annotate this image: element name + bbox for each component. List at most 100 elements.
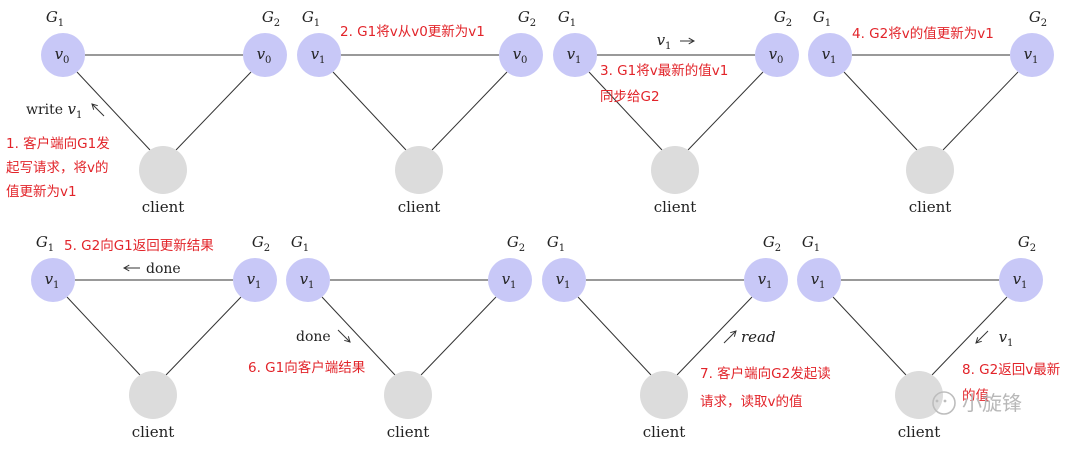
arrow-write-head — [91, 103, 98, 110]
note-step-1-line-1: 1. 客户端向G1发 — [6, 135, 110, 152]
node-value-g1: v1 — [567, 45, 582, 66]
client-node — [895, 371, 943, 419]
client-label: client — [643, 423, 686, 441]
server-node-g1 — [31, 258, 75, 302]
watermark-logo-icon — [932, 391, 956, 415]
server-node-g1 — [542, 258, 586, 302]
arrow-done-client — [337, 329, 351, 343]
note-step-8-line-1: 8. G2返回v最新 — [962, 362, 1060, 378]
note-step-3-line-2: 同步给G2 — [600, 89, 660, 105]
node-value-g1: v1 — [822, 45, 837, 66]
arrow-return-head — [975, 337, 982, 344]
arrow-label-done: done — [146, 261, 181, 277]
node-value-g1: v1 — [311, 45, 326, 66]
node-value-g2: v1 — [1024, 45, 1039, 66]
edge-g1-client — [321, 296, 396, 376]
note-step-2-line-1: 2. G1将v从v0更新为v1 — [340, 24, 485, 40]
client-node — [384, 371, 432, 419]
label-g1: G1 — [558, 8, 576, 29]
client-label: client — [654, 198, 697, 216]
client-label: client — [898, 423, 941, 441]
server-node-g1 — [553, 33, 597, 77]
note-step-1-line-3: 值更新为v1 — [6, 184, 77, 200]
watermark-logo-eye-right — [943, 399, 947, 403]
arrow-label-v1: v1 — [657, 31, 672, 52]
edge-g1-client — [332, 71, 407, 151]
server-node-g1 — [286, 258, 330, 302]
server-node-g1 — [41, 33, 85, 77]
watermark-logo-eye-left — [935, 399, 939, 403]
label-g1: G1 — [547, 233, 565, 254]
note-step-4-line-1: 4. G2将v的值更新为v1 — [852, 26, 994, 42]
server-node-g2 — [499, 33, 543, 77]
node-value-g2: v1 — [502, 270, 517, 291]
node-value-g2: v1 — [758, 270, 773, 291]
node-value-g1: v0 — [55, 45, 70, 66]
client-label: client — [387, 423, 430, 441]
server-node-g2 — [243, 33, 287, 77]
client-node — [651, 146, 699, 194]
node-value-g2: v0 — [769, 45, 784, 66]
server-node-g1 — [808, 33, 852, 77]
edge-g2-client — [431, 71, 508, 151]
arrow-done-head — [122, 264, 130, 272]
server-node-g2 — [233, 258, 277, 302]
edge-g1-client — [577, 296, 652, 376]
node-value-g2: v1 — [1013, 270, 1028, 291]
server-node-g1 — [297, 33, 341, 77]
arrow-read — [723, 330, 737, 344]
node-value-g1: v1 — [300, 270, 315, 291]
edge-g1-client — [832, 296, 907, 376]
label-g2: G2 — [262, 8, 280, 29]
label-g1: G1 — [36, 233, 54, 254]
edge-g2-client — [165, 296, 242, 376]
node-value-g2: v0 — [513, 45, 528, 66]
server-node-g2 — [999, 258, 1043, 302]
label-g1: G1 — [291, 233, 309, 254]
arrow-sync-head — [688, 37, 696, 45]
note-step-1-line-2: 起写请求，将v的 — [6, 160, 109, 176]
label-g1: G1 — [813, 8, 831, 29]
note-step-6-line-1: 6. G1向客户端结果 — [248, 359, 366, 376]
node-value-g1: v1 — [45, 270, 60, 291]
arrow-label-done-client: done — [296, 329, 331, 345]
arrow-write — [91, 103, 105, 117]
edge-g1-client — [66, 296, 141, 376]
node-value-g1: v1 — [556, 270, 571, 291]
note-step-5-line-1: 5. G2向G1返回更新结果 — [64, 238, 214, 254]
node-value-g2: v1 — [247, 270, 262, 291]
edge-g2-client — [175, 71, 252, 151]
label-g1: G1 — [802, 233, 820, 254]
client-node — [129, 371, 177, 419]
label-g1: G1 — [46, 8, 64, 29]
server-node-g2 — [1010, 33, 1054, 77]
arrow-return — [975, 330, 989, 344]
node-value-g2: v0 — [257, 45, 272, 66]
edge-g2-client — [687, 71, 764, 151]
client-label: client — [398, 198, 441, 216]
edge-g2-client — [420, 296, 497, 376]
server-node-g2 — [755, 33, 799, 77]
server-node-g2 — [744, 258, 788, 302]
note-step-3-line-1: 3. G1将v最新的值v1 — [600, 63, 728, 79]
client-node — [395, 146, 443, 194]
label-g2: G2 — [518, 8, 536, 29]
client-label: client — [142, 198, 185, 216]
server-node-g1 — [797, 258, 841, 302]
note-step-8-line-2: 的值 — [962, 388, 989, 404]
client-node — [139, 146, 187, 194]
label-g2: G2 — [774, 8, 792, 29]
edge-g1-client — [76, 71, 151, 151]
edge-g2-client — [676, 296, 753, 376]
note-step-7-line-2: 请求，读取v的值 — [700, 394, 803, 410]
arrow-done-client-head — [344, 336, 351, 343]
edge-g1-client — [588, 71, 663, 151]
edge-g2-client — [931, 296, 1008, 376]
client-node — [906, 146, 954, 194]
label-g1: G1 — [302, 8, 320, 29]
client-node — [640, 371, 688, 419]
arrow-label-read: read — [741, 328, 776, 346]
node-value-g1: v1 — [811, 270, 826, 291]
